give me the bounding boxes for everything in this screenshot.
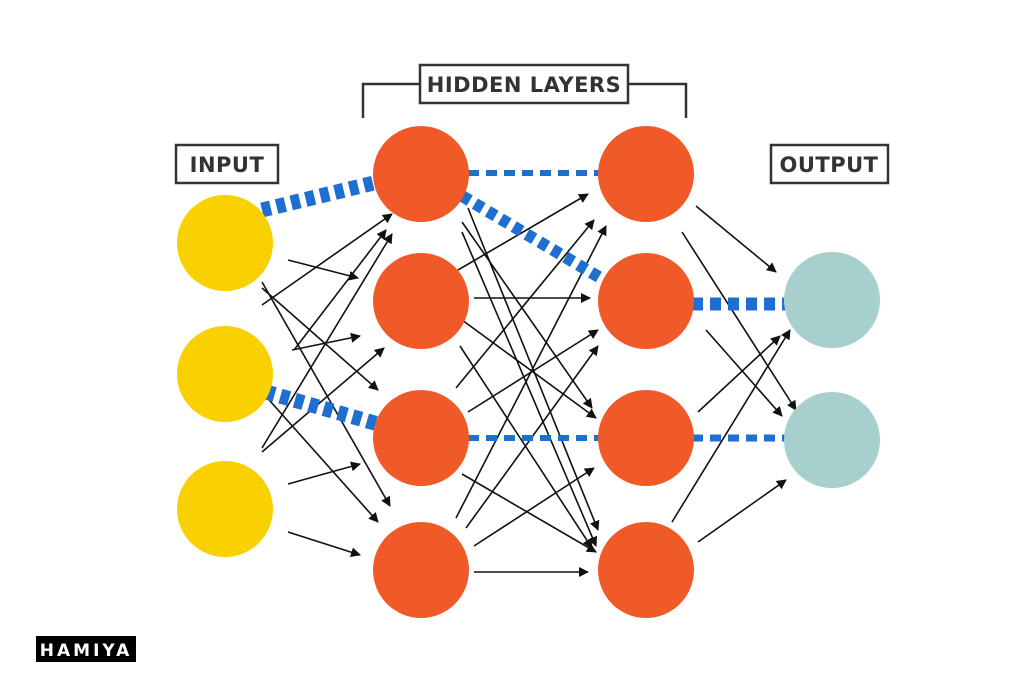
- hidden-layers-bracket: [361, 82, 688, 118]
- highlight-path-input1-hidden1: [260, 174, 380, 218]
- connection-arrow: [455, 219, 595, 389]
- connection-arrow: [287, 531, 361, 558]
- hidden-layers-label: HIDDEN LAYERS: [427, 73, 621, 97]
- hidden-layers-label-box: [418, 63, 630, 105]
- hidden-layer-1-node: [373, 253, 469, 349]
- connection-arrow: [473, 467, 595, 547]
- connection-arrows: [261, 193, 797, 577]
- watermark-text: HAMIYA: [40, 641, 132, 661]
- output-node: [784, 252, 880, 348]
- input-label: INPUT: [190, 153, 265, 177]
- highlight-path-hidden1-hidden2b: [458, 190, 608, 286]
- connection-arrow: [461, 231, 598, 547]
- highlighted-paths: [260, 170, 786, 442]
- hidden-layer-1-node: [373, 390, 469, 486]
- connection-arrow: [261, 391, 379, 523]
- output-node: [784, 392, 880, 488]
- input-label-box: [174, 143, 280, 185]
- hidden-layer-2-node: [598, 126, 694, 222]
- input-node: [177, 195, 273, 291]
- hidden-layer-1-node: [373, 522, 469, 618]
- connection-arrow: [681, 231, 797, 411]
- hidden-layer-2-node: [598, 522, 694, 618]
- connection-arrow: [261, 281, 391, 507]
- hidden-layer-2-node: [598, 253, 694, 349]
- hidden-layer-2-node: [598, 390, 694, 486]
- connection-arrow: [461, 221, 593, 409]
- output-label: OUTPUT: [780, 153, 879, 177]
- highlight-path-input2-hidden3: [263, 384, 381, 432]
- connection-arrow: [467, 329, 599, 413]
- connection-arrow: [287, 461, 361, 485]
- connection-arrow: [455, 225, 607, 519]
- input-node: [177, 461, 273, 557]
- connection-arrow: [261, 213, 393, 306]
- connection-arrow: [671, 329, 791, 523]
- connection-arrow: [293, 229, 387, 351]
- connection-arrow: [705, 329, 783, 417]
- connection-arrow: [695, 205, 777, 273]
- network-nodes: [177, 126, 880, 618]
- connection-arrow: [457, 193, 589, 271]
- watermark-badge: [36, 636, 136, 662]
- connection-arrow: [261, 347, 385, 453]
- connection-arrow: [461, 319, 597, 419]
- connection-arrow: [261, 233, 393, 449]
- hidden-layer-1-node: [373, 126, 469, 222]
- connection-arrow: [287, 259, 359, 281]
- connection-arrow: [261, 287, 379, 391]
- connection-arrow: [697, 479, 787, 543]
- input-node: [177, 326, 273, 422]
- output-label-box: [769, 143, 890, 185]
- connection-arrow: [697, 335, 781, 413]
- connection-arrow: [459, 345, 593, 549]
- connection-arrow: [461, 473, 597, 553]
